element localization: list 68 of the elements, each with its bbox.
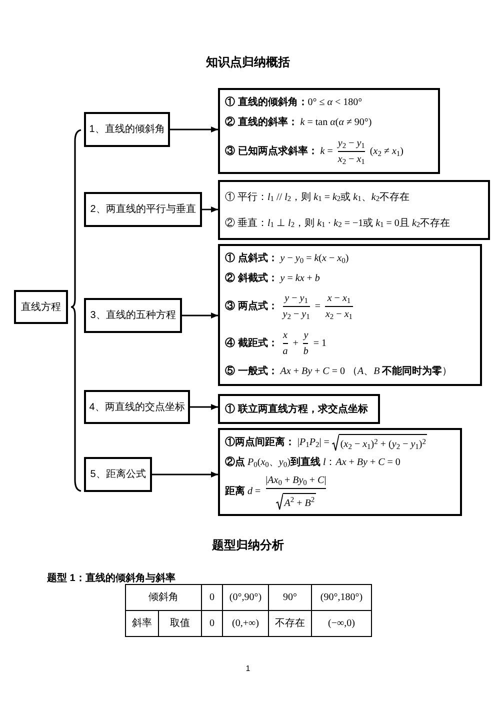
formula-text: ① 平行：l$_{1}$ // l$_{2}$，则 k$_{1}$ = k$_{2}$或 k$_{1}$、k$_{2}$不存在 [225,190,410,204]
table-cell: 0 [202,610,222,636]
formula-text: y − y$_{1}$ [284,292,308,306]
formula-text: ②点 P$_{0}$(x$_{0}$、y$_{0}$)到直线 l：Ax + By + C = 0 [225,456,400,469]
topic-label: 5、距离公式 [90,468,146,482]
formula-text: y$_{2}$ − y$_{1}$ [338,137,365,150]
table-cell: (0°,90°) [222,584,268,610]
topic-label: 3、直线的五种方程 [90,308,176,323]
formula-text: ① 联立两直线方程，求交点坐标 [225,402,368,416]
arrow [152,472,218,478]
topic-label: 1、直线的倾斜角 [89,122,165,137]
topic-box [84,112,170,147]
section-heading: 题型归纳分析 [212,538,284,553]
formula-text: ② 垂直：l$_{1}$ ⊥ l$_{2}$，则 k$_{1}$ · k$_{2}$ = −1或 k$_{1}$ = 0且 k$_{2}$不存在 [225,216,450,230]
formula-text: ① 直线的倾斜角：0° ≤ α < 180° [225,96,362,109]
formula-text: + [292,336,298,350]
arrow [182,312,218,318]
formula-text: ② 斜截式： y = kx + b [225,272,320,286]
formula-text: b [303,344,308,358]
table-cell: 不存在 [268,610,312,636]
arrow [190,404,218,410]
formula-text: (x$_{2}$ ≠ x$_{1}$) [370,145,404,158]
topic-box [84,192,202,227]
formula-text: ① 点斜式： y − y$_{0}$ = k(x − x$_{0}$) [225,252,349,265]
table-cell: (90°,180°) [312,584,372,610]
formula-text: |Ax$_{0}$ + By$_{0}$ + C| [266,474,326,487]
topic-label: 4、两直线的交点坐标 [89,400,185,414]
formula-text: y [304,328,308,342]
formula-text: (x$_{2}$ − x$_{1}$)$^{2}$ + (y$_{2}$ − y$_{1}$)$^{2}$ [339,434,427,452]
formula-text: 距离 d = [225,485,261,498]
topic-label: 直线方程 [21,300,61,314]
detail-box [218,428,462,516]
table-cell: 取值 [158,610,202,636]
topic-box [84,390,190,424]
table-cell: 斜率 [126,610,158,636]
formula-text: = [314,300,320,314]
page-title: 知识点归纳概括 [206,55,290,70]
topic-label: 2、两直线的平行与垂直 [90,202,196,217]
table-cell: (0,+∞) [222,610,268,636]
detail-box [218,394,380,424]
formula-text: ④ 截距式： [225,336,278,350]
topic-box [84,298,182,333]
table-cell: (−∞,0) [312,610,372,636]
detail-box [218,244,482,386]
formula-text: ③ 已知两点求斜率： k = [225,145,333,158]
formula-text: ③ 两点式： [225,300,278,314]
formula-text: ①两点间距离： |P$_{1}$P$_{2}$| = [225,436,330,450]
topic-box [84,457,152,492]
formula-text: x$_{2}$ − x$_{1}$ [338,153,365,166]
arrow [170,126,218,132]
central-topic-box [14,290,68,324]
table-cell: 90° [268,584,312,610]
formula-text: x [283,328,288,342]
formula-text: ② 直线的斜率： k = tan α(α ≠ 90°) [225,116,372,130]
page-number: 1 [246,664,250,674]
formula-text: x$_{2}$ − x$_{1}$ [325,308,353,322]
formula-text: x − x$_{1}$ [327,292,351,306]
formula-text: a [282,344,288,358]
arrow [202,206,218,212]
formula-text: = 1 [313,336,327,350]
table-cell: 倾斜角 [126,584,202,610]
formula-text: y$_{2}$ − y$_{1}$ [282,308,310,322]
detail-box [218,88,440,174]
detail-box [218,180,490,240]
table-cell: 0 [202,584,222,610]
formula-text: A$^{2}$ + B$^{2}$ [283,492,316,510]
subsection-heading: 题型 1：直线的倾斜角与斜率 [47,573,176,584]
formula-text: ⑤ 一般式： Ax + By + C = 0 （A、B 不能同时为零） [225,365,452,378]
